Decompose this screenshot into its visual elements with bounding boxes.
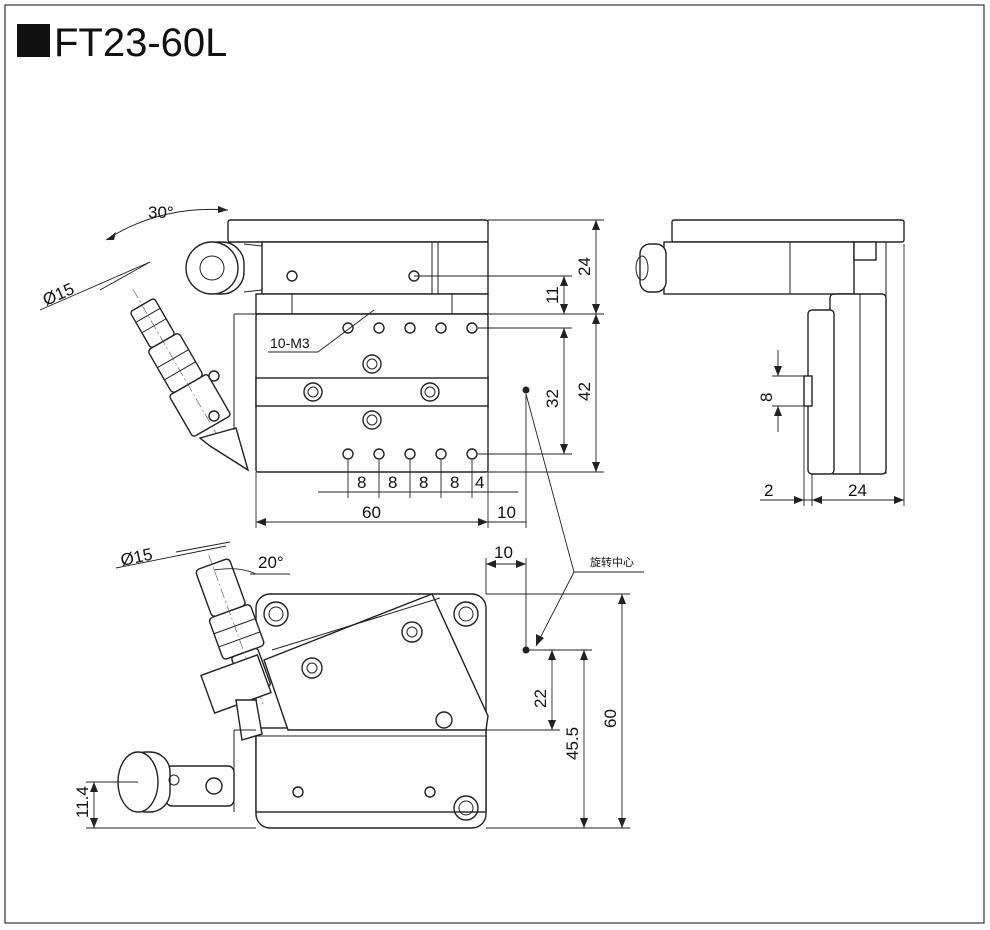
dia-15-front-label: Ø15	[119, 545, 154, 570]
angle-30-label: 30°	[148, 203, 174, 222]
dia-15-top-label: Ø15	[40, 279, 77, 309]
dim-24-top-label: 24	[575, 257, 594, 276]
dim-10-offset-label: 10	[497, 503, 516, 522]
dim-42-label: 42	[575, 382, 594, 401]
pitch-1-label: 8	[357, 473, 366, 492]
pitch-2-label: 8	[388, 473, 397, 492]
dim-32-label: 32	[543, 389, 562, 408]
rotation-center-top-marker	[522, 386, 530, 394]
dim-11-4-label: 11.4	[73, 786, 92, 818]
rotation-center-label: 旋转中心	[590, 555, 634, 569]
top-view	[130, 219, 530, 473]
dim-60-height-label: 60	[601, 709, 620, 728]
dim-8-side-label: 8	[757, 393, 776, 402]
screw-spec-label: 10-M3	[270, 335, 310, 351]
pitch-5-label: 4	[475, 473, 484, 492]
side-view-dimensions: 8 2 24	[757, 244, 905, 506]
front-view	[117, 554, 530, 829]
top-view-dimensions: 30° Ø15 24 11 42 32 10-M3	[39, 203, 604, 528]
drawing-title: FT23-60L	[54, 21, 227, 65]
dim-45-5-label: 45.5	[563, 727, 582, 760]
angle-20-label: 20°	[258, 553, 284, 572]
title-square-icon	[17, 24, 50, 57]
dim-22-label: 22	[531, 689, 550, 708]
pitch-3-label: 8	[419, 473, 428, 492]
dim-10-front-label: 10	[494, 543, 513, 562]
pitch-4-label: 8	[450, 473, 459, 492]
sheet-border	[4, 4, 985, 924]
dim-24-side-label: 24	[848, 481, 867, 500]
dim-2-side-label: 2	[764, 481, 773, 500]
dim-11-label: 11	[543, 286, 562, 304]
side-view	[635, 219, 905, 475]
dim-60-width-label: 60	[362, 503, 381, 522]
